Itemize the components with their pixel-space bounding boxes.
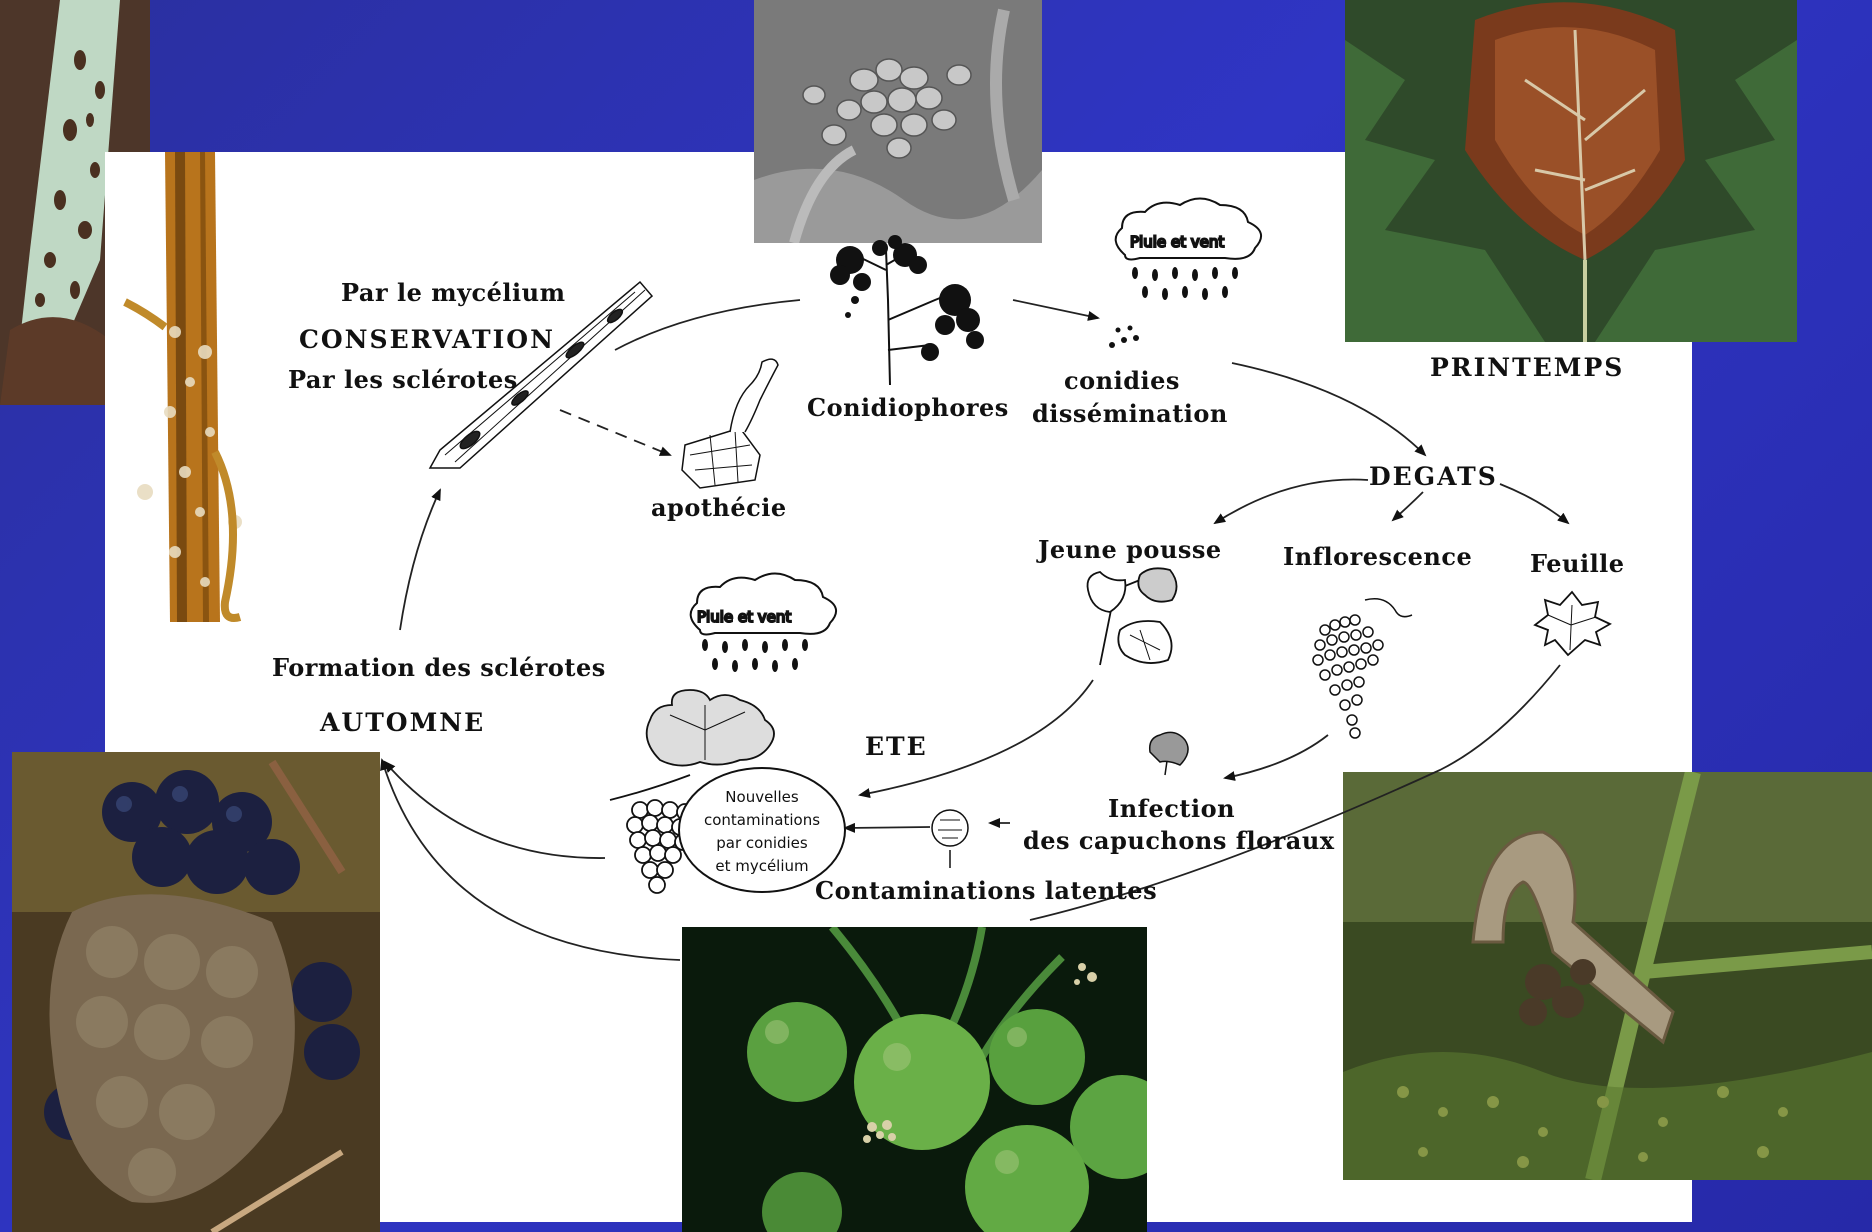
label-dissemination: dissémination [1032,399,1228,428]
label-conidies: conidies [1064,366,1180,395]
label-capuchons-floraux: des capuchons floraux [1023,826,1335,855]
rotten-grape-cluster-photo [12,752,380,1232]
label-conidiophores: Conidiophores [807,393,1009,422]
label-inflorescence: Inflorescence [1283,542,1472,571]
label-automne: AUTOMNE [320,708,485,737]
label-ete: ETE [865,732,928,761]
label-feuille: Feuille [1530,549,1625,578]
label-degats: DEGATS [1369,462,1498,491]
label-par-sclerotes: Par les sclérotes [288,365,518,394]
label-apothecie: apothécie [651,493,787,522]
label-infection: Infection [1108,794,1235,823]
label-printemps: PRINTEMPS [1430,353,1624,382]
sclerote-cane-photo [105,152,270,640]
label-par-mycelium: Par le mycélium [341,278,566,307]
green-grapes-photo [682,927,1147,1232]
label-jeune-pousse: Jeune pousse [1038,535,1222,564]
label-contaminations-latentes: Contaminations latentes [815,876,1157,905]
infected-shoot-photo [1343,772,1872,1180]
label-conservation: CONSERVATION [299,325,555,354]
infected-leaf-photo [1345,0,1797,342]
conidiophore-micrograph [754,0,1042,243]
label-formation-sclerotes: Formation des sclérotes [272,653,606,682]
